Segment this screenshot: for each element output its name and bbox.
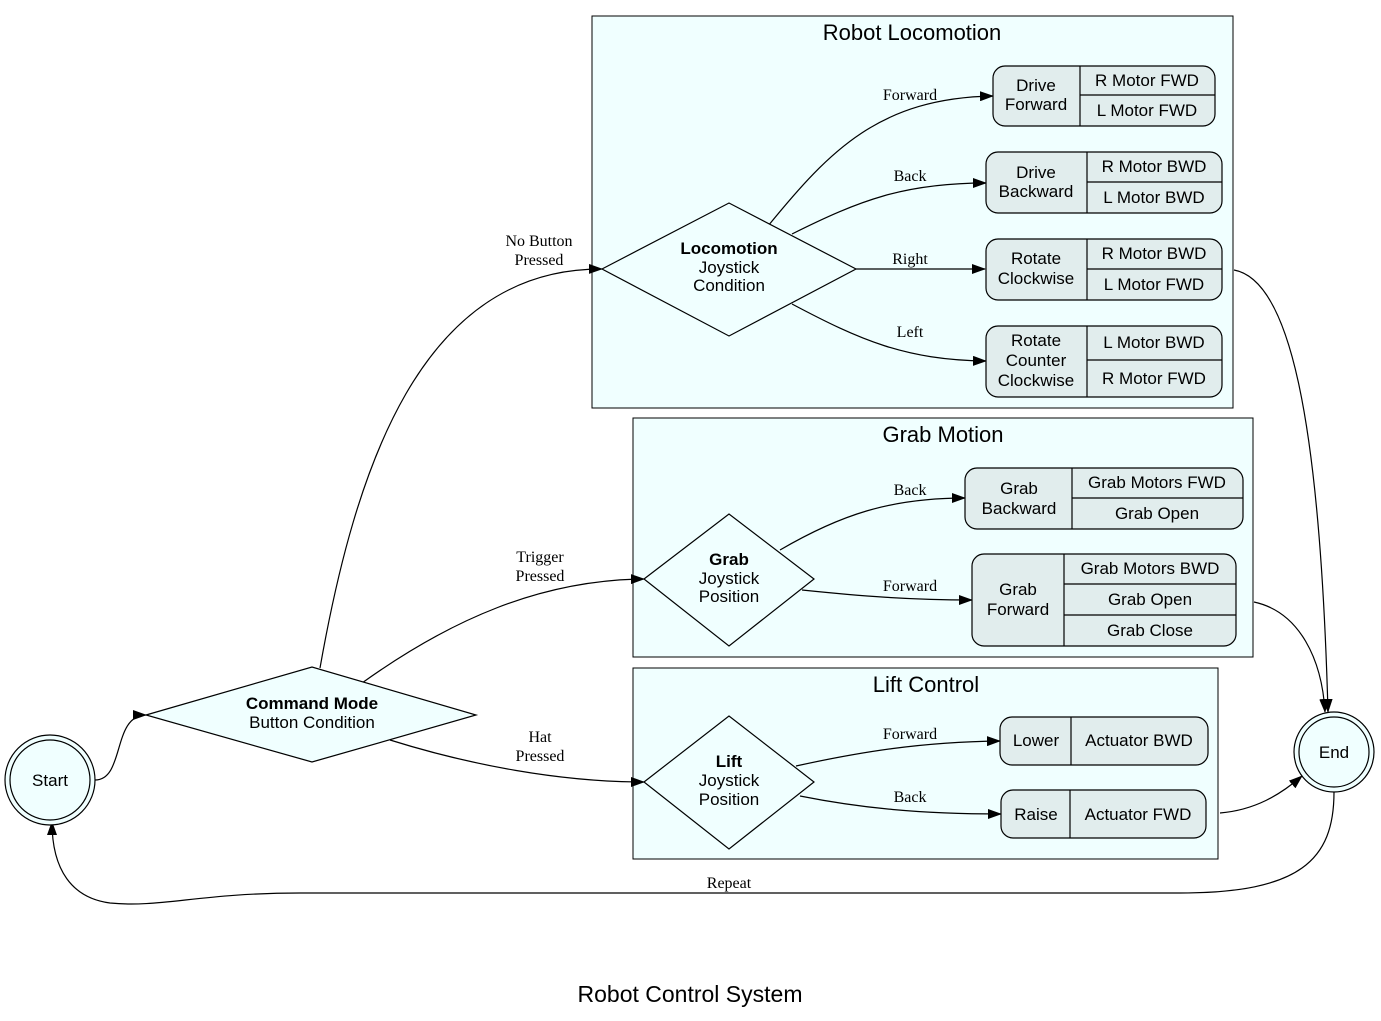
- grab-decision: Grab Joystick Position: [643, 513, 815, 647]
- edge-label-hat-1: Hat: [528, 729, 552, 746]
- record-name-line: Drive: [1016, 76, 1056, 95]
- edge-label-grab-forward: Forward: [883, 578, 937, 595]
- record-rotate-counter-clockwise: Rotate Counter Clockwise L Motor BWD R M…: [985, 325, 1223, 398]
- edges: [47, 91, 1335, 905]
- record-name-line: Backward: [999, 182, 1074, 201]
- record-name-line: Clockwise: [998, 371, 1075, 390]
- record-rotate-clockwise: Rotate Clockwise R Motor BWD L Motor FWD: [985, 238, 1223, 301]
- edge-loco-back: [791, 178, 987, 235]
- cluster-title-grab: Grab Motion: [882, 422, 1003, 447]
- edge-label-loco-back: Back: [894, 168, 927, 185]
- record-name-line: Raise: [1014, 805, 1057, 824]
- command-mode-sub: Button Condition: [249, 713, 375, 732]
- grab-title: Grab: [709, 550, 749, 569]
- record-name-line: Forward: [1005, 95, 1067, 114]
- record-action: R Motor BWD: [1102, 157, 1207, 176]
- edge-end-repeat-to-start: [47, 791, 1335, 905]
- record-action: Grab Motors BWD: [1081, 559, 1220, 578]
- record-action: Grab Motors FWD: [1088, 473, 1226, 492]
- record-drive-forward: Drive Forward R Motor FWD L Motor FWD: [992, 65, 1216, 127]
- edge-label-trigger-2: Pressed: [516, 568, 565, 585]
- edge-lift-back: [799, 795, 1002, 819]
- end-node: End: [1293, 711, 1375, 793]
- edge-label-trigger-1: Trigger: [516, 549, 564, 566]
- command-mode-title: Command Mode: [246, 694, 378, 713]
- edge-command-to-locomotion: [319, 263, 603, 669]
- record-lower: Lower Actuator BWD: [999, 716, 1209, 766]
- record-name-line: Counter: [1006, 351, 1067, 370]
- record-action: R Motor FWD: [1102, 369, 1206, 388]
- record-raise: Raise Actuator FWD: [1000, 789, 1207, 839]
- edge-command-to-lift: [389, 739, 645, 787]
- edge-raise-to-end: [1219, 775, 1303, 814]
- record-action: Grab Close: [1107, 621, 1193, 640]
- locomotion-title: Locomotion: [680, 239, 777, 258]
- record-action: R Motor FWD: [1095, 71, 1199, 90]
- edge-label-lift-back: Back: [894, 789, 927, 806]
- edge-label-repeat: Repeat: [707, 875, 752, 892]
- record-name-line: Forward: [987, 600, 1049, 619]
- edge-grab-back: [779, 493, 966, 551]
- lift-sub-2: Position: [699, 790, 759, 809]
- edge-loco-forward: [767, 91, 994, 227]
- edge-label-hat-2: Pressed: [516, 748, 565, 765]
- start-label: Start: [32, 771, 68, 790]
- edge-rotate-cw-to-end: [1233, 269, 1333, 713]
- record-action: Grab Open: [1115, 504, 1199, 523]
- edge-label-grab-back: Back: [894, 482, 927, 499]
- edge-grab-forward: [801, 589, 973, 605]
- record-name-line: Rotate: [1011, 331, 1061, 350]
- edge-start-to-command: [94, 710, 147, 781]
- lift-decision: Lift Joystick Position: [643, 715, 815, 850]
- record-grab-forward: Grab Forward Grab Motors BWD Grab Open G…: [971, 553, 1237, 647]
- edge-loco-left: [791, 303, 987, 366]
- edge-label-lift-forward: Forward: [883, 726, 937, 743]
- command-mode-decision: Command Mode Button Condition: [143, 666, 479, 763]
- end-label: End: [1319, 743, 1349, 762]
- graph-title: Robot Control System: [578, 981, 803, 1007]
- edge-label-loco-right: Right: [892, 251, 928, 268]
- record-name-line: Grab: [999, 580, 1037, 599]
- edge-label-no-button-1: No Button: [505, 233, 572, 250]
- locomotion-sub-2: Condition: [693, 276, 765, 295]
- cluster-title-locomotion: Robot Locomotion: [823, 20, 1002, 45]
- record-action: L Motor FWD: [1104, 275, 1204, 294]
- record-action: L Motor FWD: [1097, 101, 1197, 120]
- record-action: Grab Open: [1108, 590, 1192, 609]
- lift-title: Lift: [716, 752, 743, 771]
- lift-sub-1: Joystick: [699, 771, 760, 790]
- start-node: Start: [4, 734, 96, 826]
- record-name-line: Rotate: [1011, 249, 1061, 268]
- edge-grab-forward-to-end: [1253, 601, 1330, 713]
- grab-sub-2: Position: [699, 587, 759, 606]
- record-name-line: Grab: [1000, 479, 1038, 498]
- record-grab-backward: Grab Backward Grab Motors FWD Grab Open: [964, 467, 1244, 530]
- record-name-line: Drive: [1016, 163, 1056, 182]
- record-name-line: Lower: [1013, 731, 1060, 750]
- edge-label-loco-forward: Forward: [883, 87, 937, 104]
- grab-sub-1: Joystick: [699, 569, 760, 588]
- cluster-title-lift: Lift Control: [873, 672, 979, 697]
- record-action: R Motor BWD: [1102, 244, 1207, 263]
- record-action: L Motor BWD: [1103, 188, 1204, 207]
- record-drive-backward: Drive Backward R Motor BWD L Motor BWD: [985, 151, 1223, 214]
- locomotion-decision: Locomotion Joystick Condition: [600, 202, 858, 337]
- edge-lift-forward: [795, 736, 1001, 767]
- record-action: Actuator BWD: [1085, 731, 1193, 750]
- record-action: L Motor BWD: [1103, 333, 1204, 352]
- edge-labels: No Button Pressed Trigger Pressed Hat Pr…: [505, 87, 937, 892]
- edge-command-to-grab: [361, 574, 645, 684]
- edge-label-loco-left: Left: [897, 324, 924, 341]
- record-action: Actuator FWD: [1085, 805, 1192, 824]
- record-name-line: Backward: [982, 499, 1057, 518]
- locomotion-sub-1: Joystick: [699, 258, 760, 277]
- record-name-line: Clockwise: [998, 269, 1075, 288]
- edge-label-no-button-2: Pressed: [515, 252, 564, 269]
